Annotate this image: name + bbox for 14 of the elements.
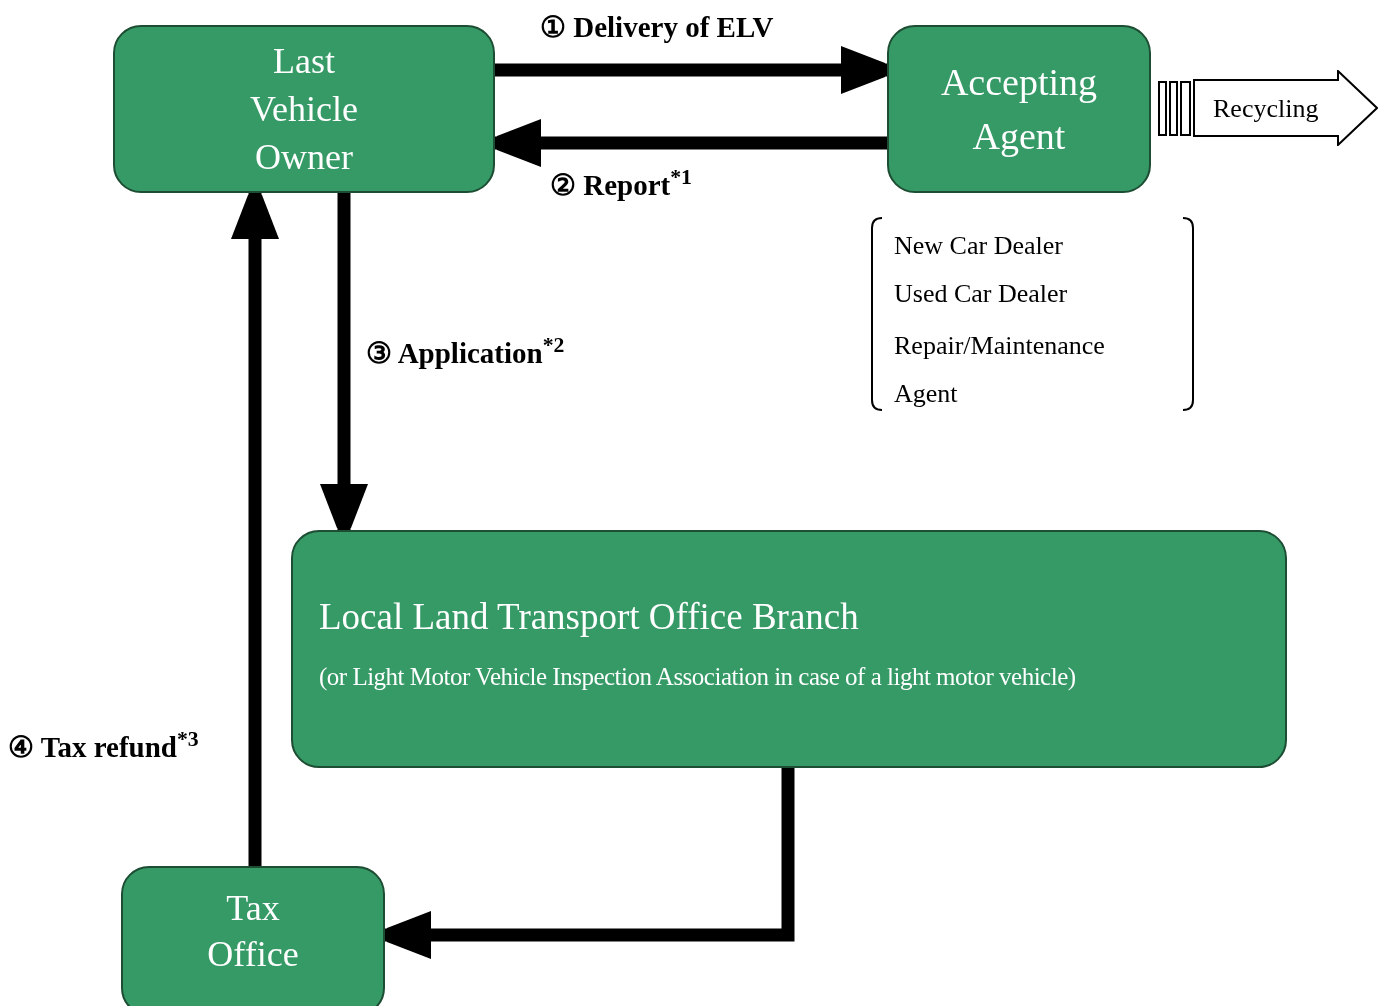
list-item: Repair/Maintenance Agent bbox=[894, 330, 1106, 410]
process-box bbox=[291, 530, 1287, 768]
process-box bbox=[887, 25, 1151, 193]
list-item: New Car Dealer bbox=[894, 230, 1064, 262]
box-text: (or Light Motor Vehicle Inspection Association in case of a light motor vehicle) bbox=[319, 662, 1076, 693]
box-text: Accepting Agent bbox=[939, 60, 1099, 159]
block-arrow bbox=[1193, 70, 1378, 146]
process-box bbox=[121, 866, 385, 1006]
arrow-label: Recycling bbox=[1213, 92, 1319, 125]
box-text: Tax Office bbox=[206, 887, 300, 976]
list-item: Used Car Dealer bbox=[894, 278, 1069, 310]
box-text: Last Vehicle Owner bbox=[249, 40, 359, 179]
process-box bbox=[113, 25, 495, 193]
box-text: Local Land Transport Office Branch bbox=[319, 595, 859, 639]
